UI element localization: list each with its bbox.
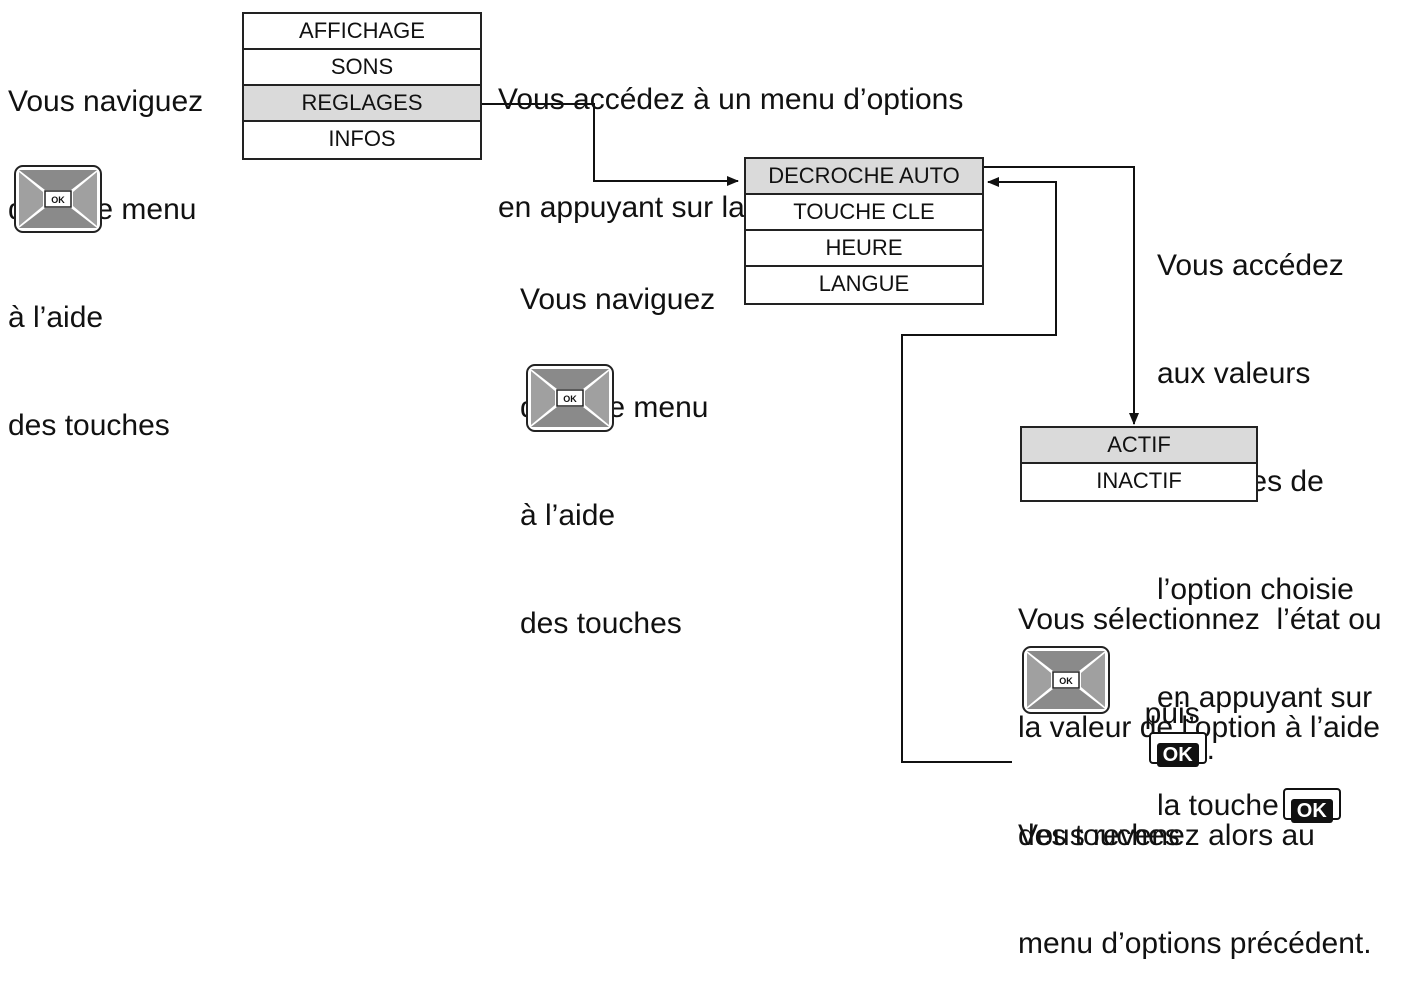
text-line: Vous accédez [1157, 249, 1344, 282]
text-line: la touche [1157, 789, 1279, 822]
arrow-option-to-values [984, 166, 1139, 425]
main-menu-item-sons[interactable]: SONS [244, 50, 480, 86]
pad-center-label: OK [1059, 676, 1073, 686]
text-line: à l’aide [8, 301, 104, 334]
connector-lines [482, 103, 1139, 763]
options-menu-item-heure[interactable]: HEURE [746, 231, 982, 267]
main-menu-item-reglages[interactable]: REGLAGES [244, 86, 480, 122]
text-line: menu d’options précédent. [1018, 927, 1372, 960]
main-menu-item-affichage[interactable]: AFFICHAGE [244, 14, 480, 50]
arrow-return-to-options [901, 177, 1057, 763]
ok-key-label: OK [1156, 743, 1199, 768]
main-menu: AFFICHAGE SONS REGLAGES INFOS [242, 12, 482, 160]
nav-pad-icon: OK [14, 165, 102, 233]
text-line: la valeur de l’option à l’aide [1018, 711, 1380, 744]
options-menu: DECROCHE AUTO TOUCHE CLE HEURE LANGUE [744, 157, 984, 305]
nav-pad-icon: OK [526, 364, 614, 432]
nav-pad-icon: OK [1022, 646, 1110, 714]
then-label: puis [1144, 697, 1200, 730]
values-menu-item-actif[interactable]: ACTIF [1022, 428, 1256, 464]
options-menu-item-decroche-auto[interactable]: DECROCHE AUTO [746, 159, 982, 195]
return-text: Vous revenez alors au menu d’options pré… [1018, 746, 1372, 998]
text-line: Vous accédez à un menu d’options [498, 83, 964, 116]
options-menu-item-touche-cle[interactable]: TOUCHE CLE [746, 195, 982, 231]
ok-key-icon: OK [1282, 788, 1341, 824]
then-ok-text: puis OK. [1128, 660, 1215, 768]
text-line: aux valeurs [1157, 357, 1311, 390]
values-menu: ACTIF INACTIF [1020, 426, 1258, 502]
text-line: en appuyant sur [1157, 681, 1373, 714]
ok-key-icon: OK [1148, 732, 1207, 768]
arrow-reglages-to-options [482, 103, 739, 186]
pad-center-label: OK [563, 394, 577, 404]
values-menu-item-inactif[interactable]: INACTIF [1096, 468, 1182, 493]
nav-options-text: Vous naviguez dans ce menu à l’aide des … [520, 210, 715, 678]
text-line: Vous revenez alors au [1018, 819, 1315, 852]
period: . [1206, 733, 1216, 766]
ok-key-label: OK [1290, 799, 1333, 824]
text-line: des touches [8, 409, 170, 442]
text-line: Vous naviguez [520, 283, 716, 316]
text-line: des touches [520, 607, 682, 640]
text-line: Vous naviguez [8, 85, 204, 118]
text-line: Vous sélectionnez l’état ou [1018, 603, 1382, 636]
nav-main-text: Vous naviguez dans ce menu à l’aide des … [8, 12, 203, 480]
options-menu-item-langue[interactable]: LANGUE [818, 271, 910, 296]
text-line: à l’aide [520, 499, 616, 532]
pad-center-label: OK [51, 195, 65, 205]
text-line: l’option choisie [1157, 573, 1354, 606]
main-menu-item-infos[interactable]: INFOS [328, 126, 396, 151]
